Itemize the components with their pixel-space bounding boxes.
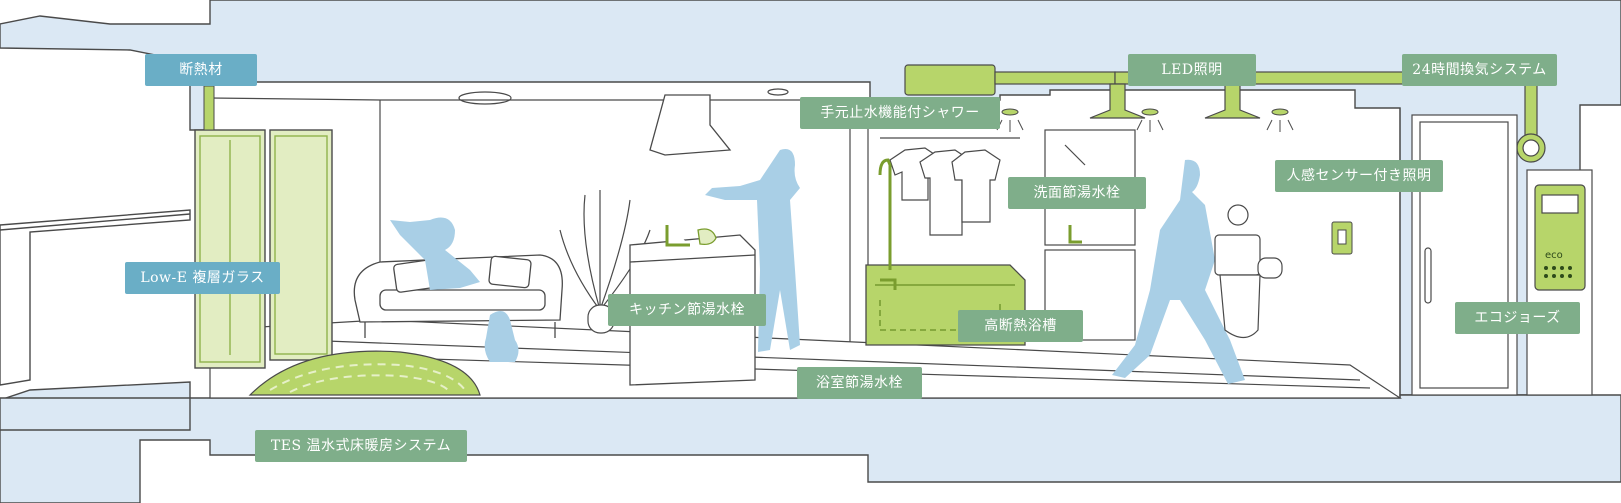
people-silhouettes: [390, 149, 1245, 384]
woman-silhouette: [705, 149, 800, 352]
label-ventilation: 24時間換気システム: [1402, 54, 1557, 86]
label-shower: 手元止水機能付シャワー: [800, 97, 1000, 129]
entry-door: [1411, 114, 1518, 396]
dog-silhouette: [484, 311, 519, 362]
label-tes-floor-heating: TES 温水式床暖房システム: [255, 430, 467, 462]
insulation-connector: [203, 85, 215, 131]
left-wall-lower: [0, 397, 191, 431]
window-glass: [194, 129, 333, 369]
label-low-e-glass: Low-E 複層ガラス: [125, 262, 280, 294]
downlights: [996, 108, 1294, 132]
balcony-railing: [0, 209, 191, 386]
label-insulation: 断熱材: [145, 54, 257, 86]
label-wash-faucet: 洗面節湯水栓: [1008, 177, 1146, 209]
water-heater: eco: [1526, 169, 1593, 396]
toilet: [1214, 204, 1283, 339]
label-motion-light: 人感センサー付き照明: [1275, 160, 1443, 192]
kitchen-counter: [629, 94, 756, 386]
motion-sensor-switch: [1331, 221, 1353, 255]
label-bath-faucet: 浴室節湯水栓: [797, 367, 922, 399]
floor-heating-coil: [248, 350, 481, 396]
child-silhouette: [390, 217, 480, 290]
sofa: [353, 254, 563, 338]
hanging-clothes: [880, 137, 1020, 236]
eco-mark: eco: [1545, 250, 1563, 261]
potted-plant: [559, 190, 651, 334]
label-kitchen-faucet: キッチン節湯水栓: [608, 294, 766, 326]
label-insulated-tub: 高断熱浴槽: [958, 310, 1083, 342]
balcony-railing-front: [0, 213, 191, 231]
man-silhouette: [1112, 159, 1245, 384]
washroom-vanity: [1044, 129, 1136, 341]
label-led-lighting: LED照明: [1128, 54, 1256, 86]
label-ecojozu: エコジョーズ: [1455, 302, 1580, 334]
floor-slab: [0, 381, 1621, 503]
